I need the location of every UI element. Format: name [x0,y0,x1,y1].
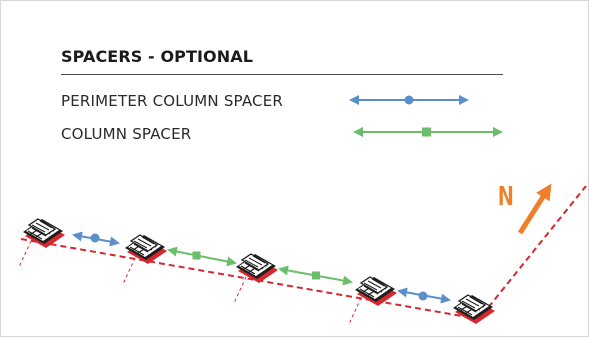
ballast-module [452,294,496,325]
legend-perimeter-spacer-symbol [349,95,469,105]
ballast-module [22,218,66,249]
legend-column-spacer-symbol [353,127,503,137]
legend-item-perimeter-label: PERIMETER COLUMN SPACER [61,92,283,110]
perimeter-column-spacer [72,231,120,247]
column-spacer [167,246,237,267]
legend-item-column-label: COLUMN SPACER [61,125,192,143]
ballast-module [354,276,398,307]
perimeter-column-spacer [397,287,451,304]
north-label: N [498,182,514,212]
ballast-module [124,234,168,265]
column-spacer [278,265,353,286]
legend-divider [61,74,503,75]
north-arrow-icon [517,183,552,235]
legend-title: SPACERS - OPTIONAL [61,47,254,66]
